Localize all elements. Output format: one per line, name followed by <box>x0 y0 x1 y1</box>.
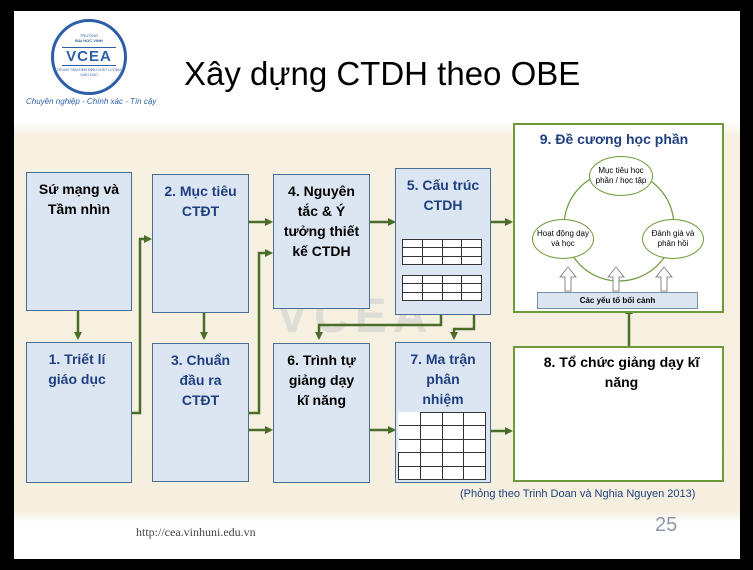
box-8 <box>513 346 724 482</box>
box-3-text: 3. Chuẩn đầu ra CTĐT <box>170 352 231 408</box>
arrow-1-2 <box>130 235 152 415</box>
box-9-title: 9. Đề cương học phần <box>539 131 689 147</box>
box-su-mang: Sứ mạng và Tầm nhìn <box>26 172 132 311</box>
context-factors: Các yếu tố bối cảnh <box>537 292 698 309</box>
box-6: 6. Trình tự giảng dạy kĩ năng <box>273 343 370 483</box>
logo-line1: TRƯỜNG <box>79 33 99 38</box>
footer-url[interactable]: http://cea.vinhuni.edu.vn <box>136 525 256 539</box>
box-8-text: 8. Tổ chức giảng dạy kĩ năng <box>543 354 700 390</box>
circle-assessment: Đánh giá và phản hồi <box>642 219 704 259</box>
source-citation: (Phỏng theo Trinh Doan và Nghia Nguyen 2… <box>460 488 696 500</box>
circle-activities: Hoạt động dạy và học <box>532 219 594 259</box>
circle-objectives-text: Mục tiêu học phần / học tập <box>595 166 647 185</box>
logo-line3: TRUNG TÂM KIỂM ĐỊNH CHẤT LƯỢNG GIÁO DỤC <box>56 68 122 77</box>
arrow-5-6 <box>315 314 443 340</box>
box-1-text: 1. Triết lí giáo dục <box>48 351 106 387</box>
box-4: 4. Nguyên tắc & Ý tưởng thiết kế CTDH <box>273 174 370 309</box>
box-2-text: 2. Mục tiêu CTĐT <box>164 183 237 219</box>
box-4-text: 4. Nguyên tắc & Ý tưởng thiết kế CTDH <box>283 183 360 259</box>
slide: TRƯỜNG ĐẠI HỌC VINH VCEA TRUNG TÂM KIỂM … <box>14 11 740 559</box>
box-2: 2. Mục tiêu CTĐT <box>152 174 249 313</box>
structure-grid-1 <box>402 238 482 266</box>
circle-objectives: Mục tiêu học phần / học tập <box>589 156 653 196</box>
slide-title: Xây dựng CTDH theo OBE <box>184 55 581 92</box>
arrow-3-4 <box>247 249 273 415</box>
box-3: 3. Chuẩn đầu ra CTĐT <box>152 343 249 482</box>
vcea-logo: TRƯỜNG ĐẠI HỌC VINH VCEA TRUNG TÂM KIỂM … <box>51 19 127 95</box>
circle-activities-text: Hoạt động dạy và học <box>536 229 590 248</box>
structure-grid-2 <box>402 274 482 302</box>
arrow-5-7 <box>450 314 476 340</box>
tagline: Chuyên nghiệp - Chính xác - Tín cậy <box>26 97 157 106</box>
page-number: 25 <box>655 514 678 536</box>
logo-acronym: VCEA <box>62 47 116 66</box>
circle-assessment-text: Đánh giá và phản hồi <box>651 229 695 248</box>
matrix-grid <box>398 411 486 481</box>
box-6-text: 6. Trình tự giảng dạy kĩ năng <box>287 352 356 408</box>
logo-line2: ĐẠI HỌC VINH <box>75 38 103 43</box>
box-1: 1. Triết lí giáo dục <box>26 342 132 483</box>
flow-arrows <box>74 218 633 435</box>
box-5-text: 5. Cấu trúc CTDH <box>406 177 480 213</box>
box-su-mang-text: Sứ mạng và Tầm nhìn <box>38 181 120 217</box>
context-factors-text: Các yếu tố bối cảnh <box>579 296 656 305</box>
context-up-arrows <box>558 266 674 292</box>
